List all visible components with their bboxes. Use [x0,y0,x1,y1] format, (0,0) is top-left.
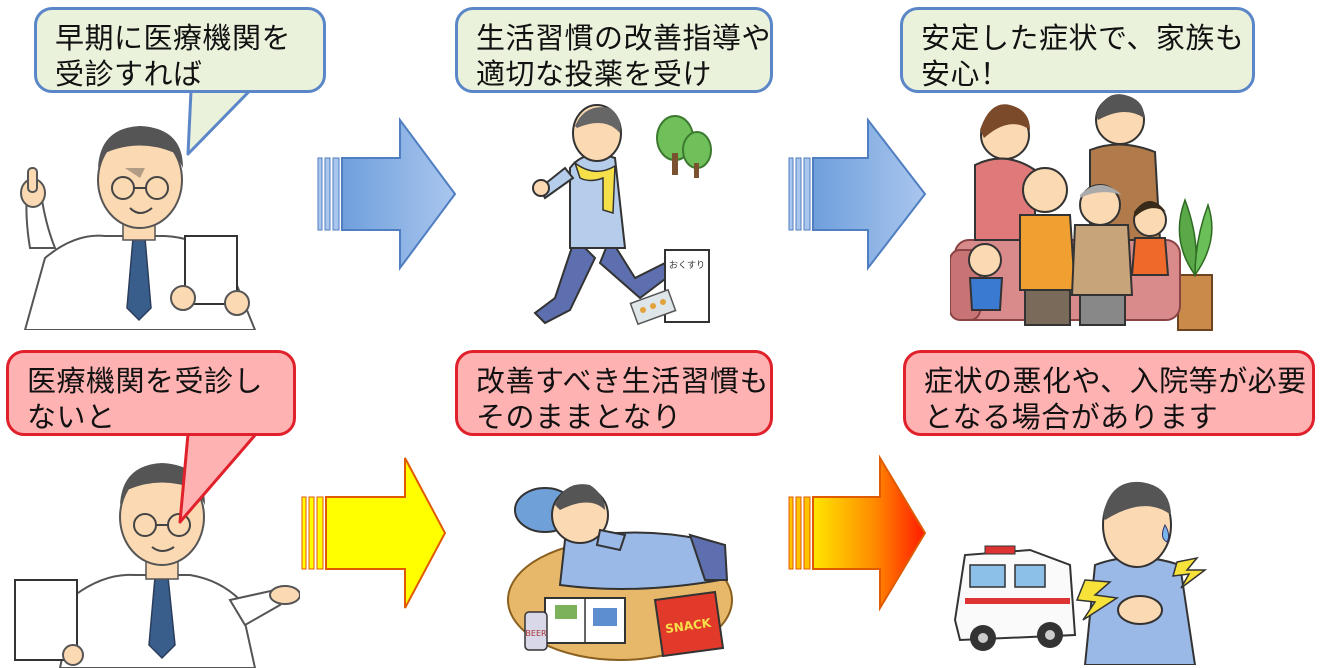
doctor-pointing-icon [20,126,257,330]
lounging-man-icon: BEER SNACK [507,484,733,661]
bubble-text-line2: そのままとなり [476,400,682,434]
bubble-text-line2: 安心！ [921,57,1010,91]
sick-man-ambulance-icon [953,481,1208,665]
arrow-bad-1 [301,457,447,609]
beer-can-label: BEER [525,629,547,638]
bubble-text-line2: となる場合があります [924,400,1219,434]
speech-bubble-worsening: 症状の悪化や、入院等が必要 となる場合があります [903,350,1315,436]
bubble-text-line2: 受診すれば [55,57,203,91]
bubble-text-line1: 安定した症状で、家族も [921,21,1245,55]
happy-family-icon [950,94,1213,331]
speech-bubble-lifestyle-guidance: 生活習慣の改善指導や 適切な投薬を受け [455,7,773,93]
doctor-presenting-icon [14,463,300,668]
jogging-man-icon: おくすり [532,104,712,326]
bubble-text-line1: 改善すべき生活習慣も [476,364,769,398]
speech-bubble-early-visit: 早期に医療機関を 受診すれば [34,7,326,93]
medicine-bag-label: おくすり [669,260,705,271]
speech-bubble-stable-symptoms: 安定した症状で、家族も 安心！ [900,7,1255,93]
snack-bag-label: SNACK [664,616,712,636]
bubble-text-line2: ないと [27,400,116,434]
bubble-text-line1: 医療機関を受診し [27,364,264,398]
bubble-text-line1: 症状の悪化や、入院等が必要 [924,364,1307,398]
arrow-bad-2 [788,454,927,612]
bubble-text-line1: 生活習慣の改善指導や [476,21,772,55]
arrow-good-1 [317,116,457,272]
arrow-good-2 [788,117,927,271]
bubble-text-line1: 早期に医療機関を [55,21,292,55]
speech-bubble-no-visit: 医療機関を受診し ないと [6,350,296,436]
speech-bubble-unchanged-habits: 改善すべき生活習慣も そのままとなり [455,350,773,436]
bubble-text-line2: 適切な投薬を受け [476,57,713,91]
